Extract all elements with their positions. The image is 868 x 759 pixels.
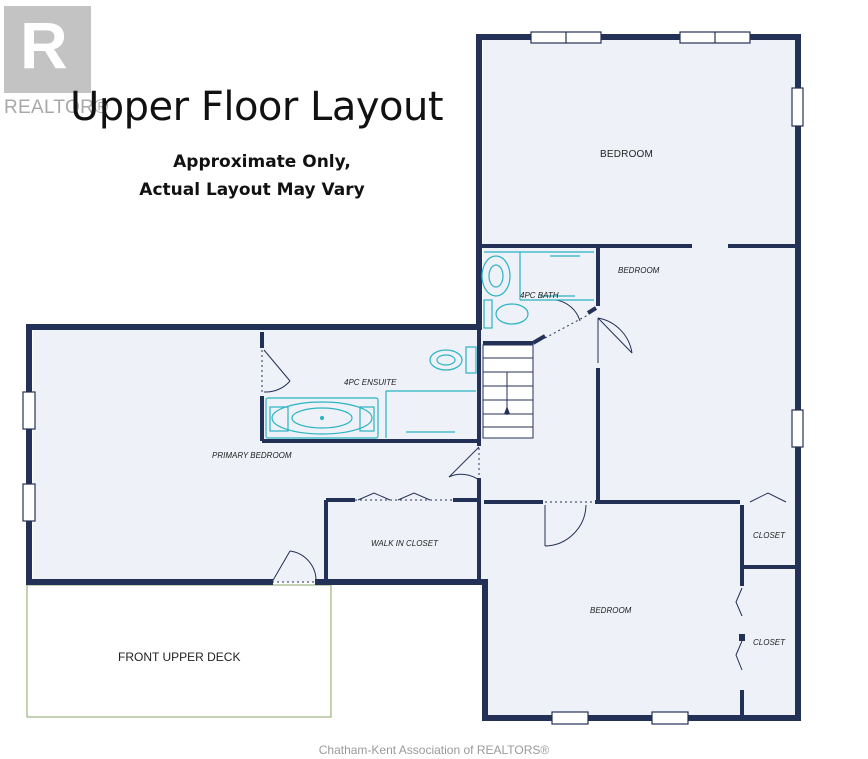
bathroom-fixtures: [265, 251, 594, 439]
room-label-closet-1: CLOSET: [753, 531, 786, 540]
realtor-logo-letter: R: [20, 8, 68, 82]
staircase: [482, 344, 534, 439]
room-label-bath: 4PC BATH: [520, 291, 559, 300]
room-label-front-upper-deck: FRONT UPPER DECK: [118, 650, 240, 664]
realtor-logo: R REALTOR®: [0, 0, 108, 120]
disclaimer-line-2: Actual Layout May Vary: [139, 180, 365, 200]
credit-footer: Chatham-Kent Association of REALTORS®: [318, 743, 550, 757]
realtor-logo-mark: [4, 6, 91, 93]
disclaimer-line-1: Approximate Only,: [173, 152, 351, 172]
doors: [261, 299, 787, 671]
room-label-closet-2: CLOSET: [753, 638, 786, 647]
room-label-primary-bedroom: PRIMARY BEDROOM: [212, 451, 292, 460]
realtor-logo-wordmark: REALTOR®: [4, 97, 109, 118]
page-title: Upper Floor Layout: [70, 84, 444, 130]
room-label-bedroom-bottom: BEDROOM: [590, 606, 632, 615]
windows: [22, 31, 804, 725]
floor-area: [33, 40, 796, 716]
interior-walls: [260, 244, 796, 716]
room-label-ensuite: 4PC ENSUITE: [344, 378, 397, 387]
room-label-walk-in-closet: WALK IN CLOSET: [371, 539, 439, 548]
front-upper-deck: [26, 584, 332, 718]
room-label-bedroom-mid: BEDROOM: [618, 266, 660, 275]
room-label-bedroom-top: BEDROOM: [600, 149, 653, 160]
